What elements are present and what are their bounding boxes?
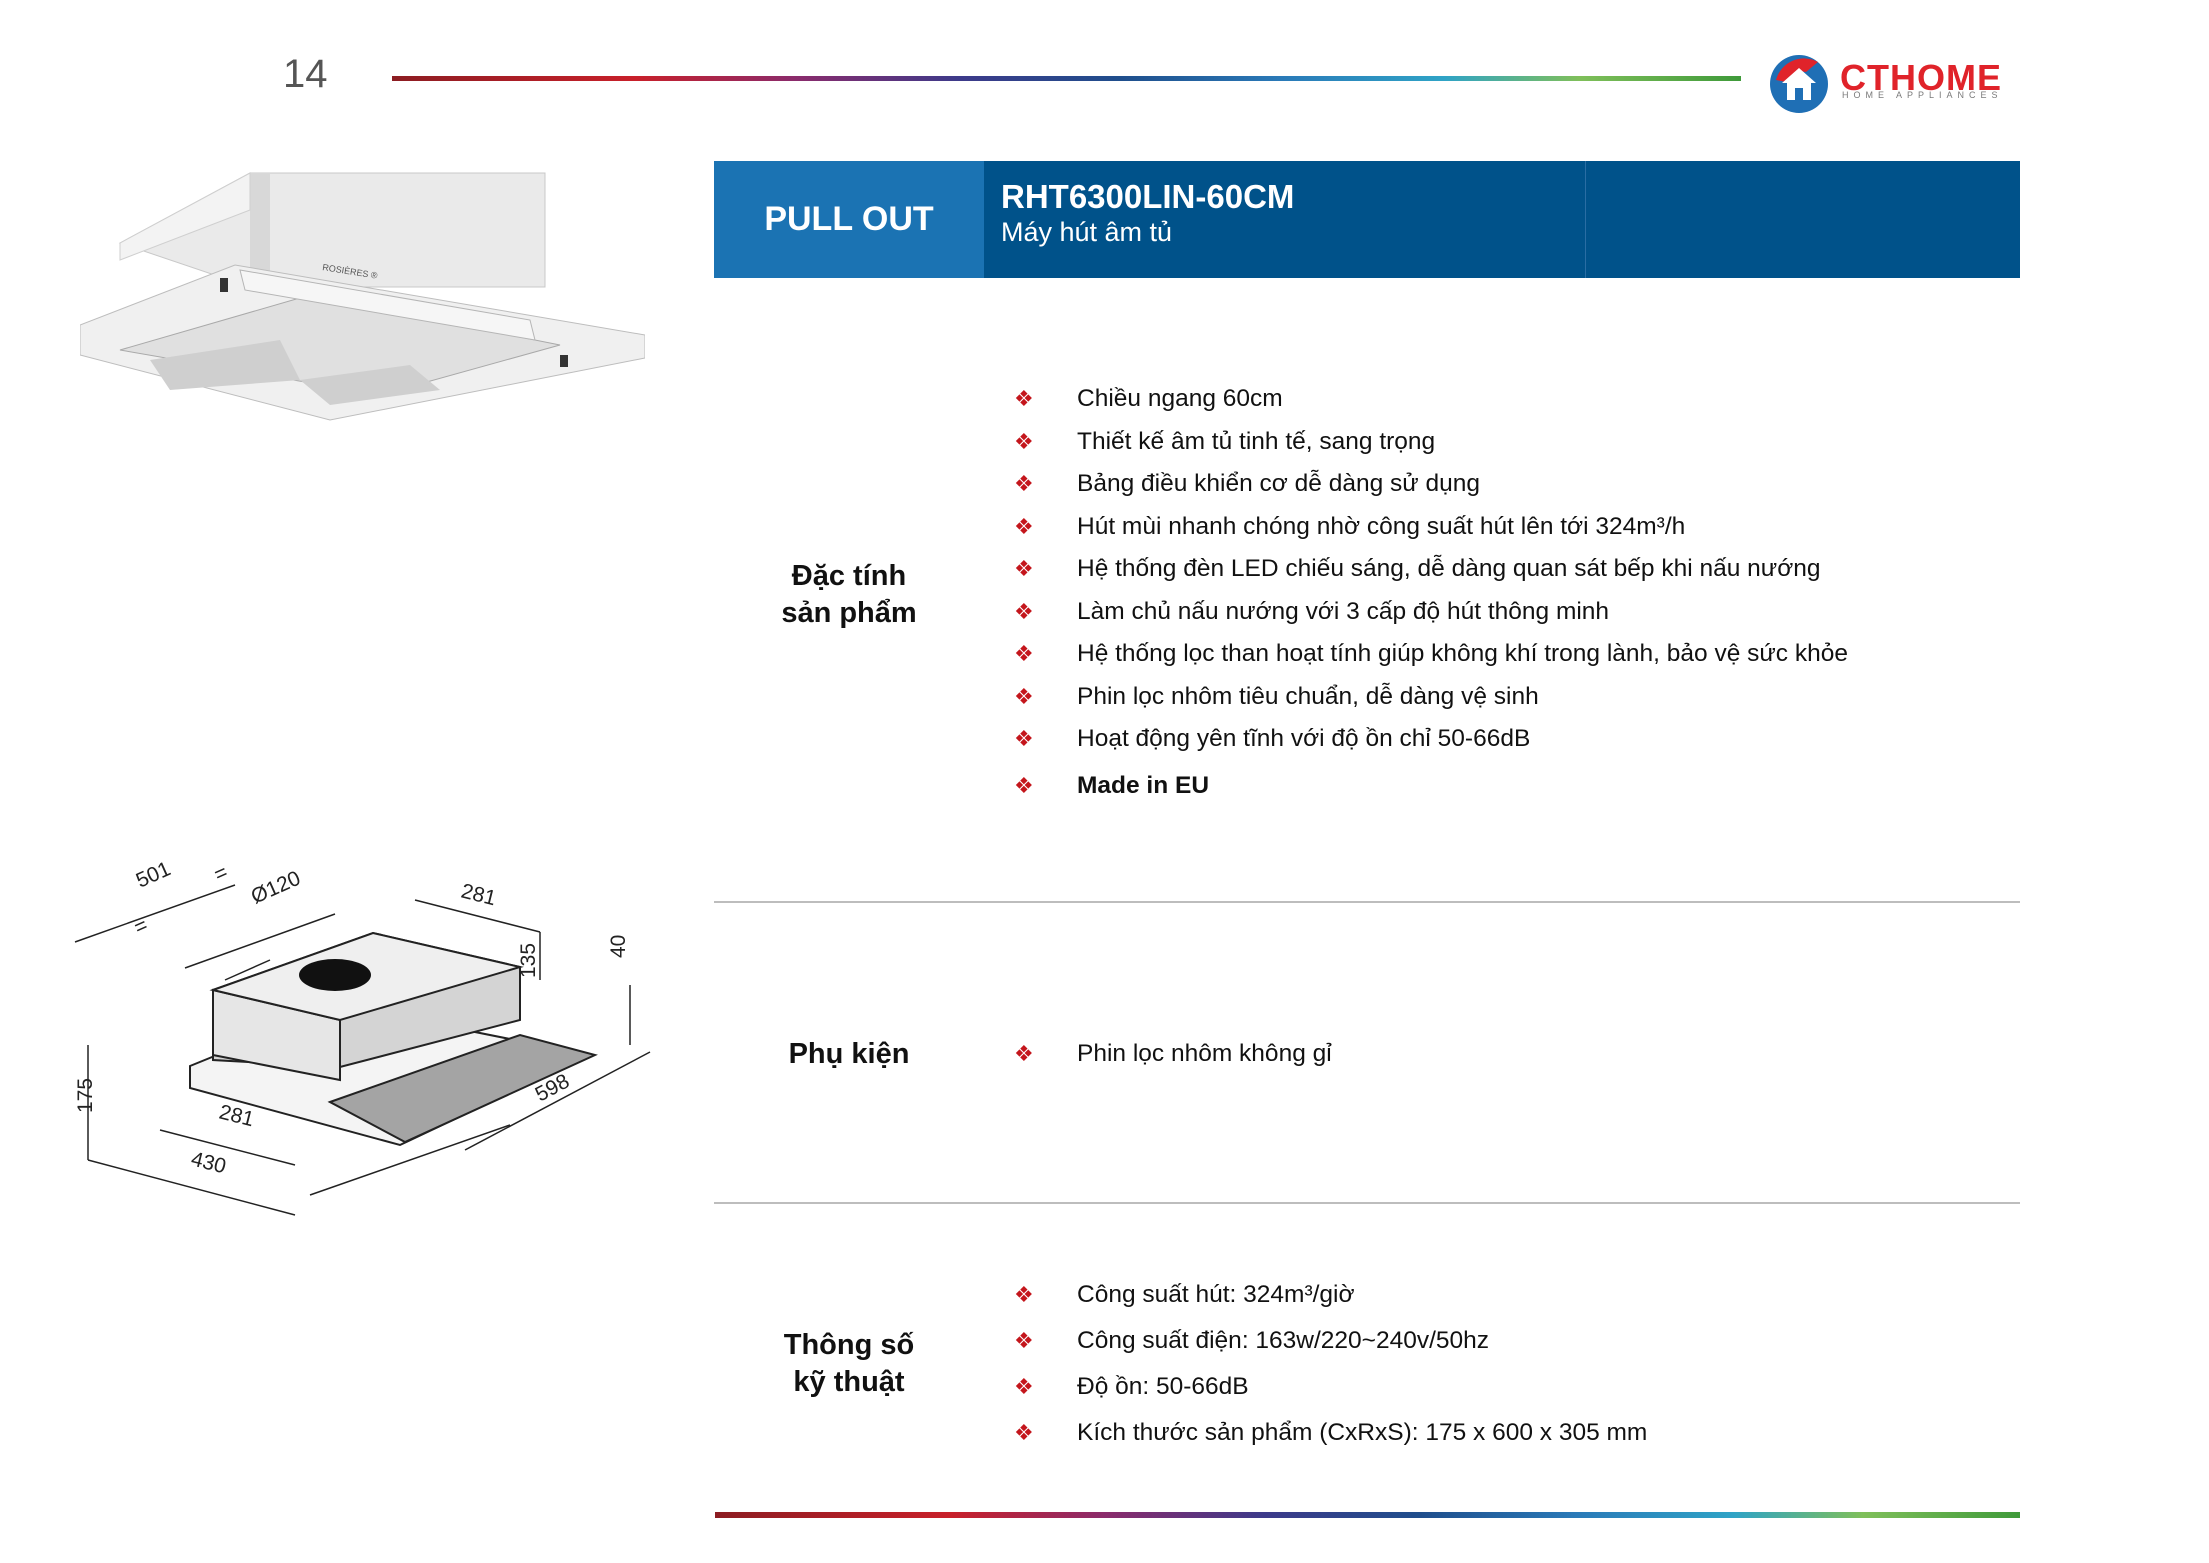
list-item: ❖ Hệ thống lọc than hoạt tính giúp không … [1014, 633, 1848, 676]
header-category-block [714, 161, 984, 278]
list-item: ❖ Hệ thống đèn LED chiếu sáng, dễ dàng qu… [1014, 548, 1848, 591]
page-number: 14 [283, 52, 328, 96]
bullet-icon: ❖ [1014, 471, 1034, 496]
dim-40: 40 [607, 935, 630, 958]
features-list: ❖ Chiều ngang 60cm ❖ Thiết kế âm tủ tinh t… [1014, 378, 1848, 807]
logo-wordmark: CTHOME [1840, 57, 2002, 98]
features-label-line2: sản phẩm [781, 597, 917, 629]
top-divider [392, 76, 1741, 81]
bullet-icon: ❖ [1014, 598, 1034, 624]
list-item-text: Hệ thống đèn LED chiếu sáng, dễ dàng qua… [1077, 555, 1821, 582]
list-item: ❖ Phin lọc nhôm tiêu chuẩn, dễ dàng vệ si… [1014, 676, 1848, 719]
list-item: ❖ Bảng điều khiển cơ dễ dàng sử dụng [1014, 463, 1848, 506]
list-item: ❖ Hút mùi nhanh chóng nhờ công suất hút l… [1014, 506, 1848, 549]
list-item: ❖ Làm chủ nấu nướng với 3 cấp độ hút thôn… [1014, 591, 1848, 634]
list-item-text: Kích thước sản phẩm (CxRxS): 175 x 600 x… [1077, 1419, 1648, 1446]
list-item-text: Phin lọc nhôm tiêu chuẩn, dễ dàng vệ sin… [1077, 682, 1539, 710]
accessories-label: Phụ kiện [788, 1038, 910, 1070]
bullet-icon: ❖ [1014, 641, 1034, 666]
list-item: ❖ Thiết kế âm tủ tinh tế, sang trọng [1014, 421, 1848, 464]
bullet-icon: ❖ [1014, 556, 1034, 581]
specs-label: Thông số kỹ thuật [714, 1327, 984, 1401]
specs-label-line2: kỹ thuật [793, 1366, 905, 1398]
model-name: RHT6300LIN-60CM [1001, 178, 1295, 215]
list-item: ❖ Công suất điện: 163w/220~240v/50hz [1014, 1318, 1647, 1364]
bullet-icon: ❖ [1014, 1420, 1034, 1445]
dimension-diagram: 501 = = Ø120 281 135 40 175 281 598 430 [70, 830, 670, 1230]
specs-list: ❖ Công suất hút: 324m³/giờ ❖ Công suất điệ… [1014, 1272, 1647, 1456]
section-divider [714, 1202, 2020, 1204]
list-item-text: Thiết kế âm tủ tinh tế, sang trọng [1077, 427, 1436, 455]
bullet-icon: ❖ [1014, 772, 1034, 798]
bottom-divider [715, 1512, 2020, 1518]
brand-logo [1766, 50, 2026, 116]
list-item-text: Chiều ngang 60cm [1077, 385, 1283, 412]
dim-diameter: Ø120 [248, 867, 304, 909]
bullet-icon: ❖ [1014, 386, 1034, 411]
bullet-icon: ❖ [1014, 1282, 1034, 1307]
model-subtitle: Máy hút âm tủ [1001, 217, 1173, 247]
list-item: ❖ Phin lọc nhôm không gỉ [1014, 1033, 1332, 1076]
list-item-text: Làm chủ nấu nướng với 3 cấp độ hút thông… [1077, 597, 1610, 625]
bullet-icon: ❖ [1014, 726, 1034, 751]
dim-equal-2: = [131, 914, 152, 940]
bullet-icon: ❖ [1014, 1374, 1034, 1399]
list-item: ❖ Kích thước sản phẩm (CxRxS): 175 x 600 … [1014, 1410, 1647, 1456]
features-label-line1: Đặc tính [791, 560, 907, 592]
list-item-text: Phin lọc nhôm không gỉ [1077, 1040, 1332, 1067]
bullet-icon: ❖ [1014, 683, 1034, 709]
dim-281-top: 281 [459, 880, 499, 911]
bullet-icon: ❖ [1014, 513, 1034, 539]
list-item: ❖ Chiều ngang 60cm [1014, 378, 1848, 421]
dim-equal-1: = [211, 861, 232, 887]
list-item-text: Độ ồn: 50-66dB [1077, 1373, 1249, 1400]
dim-135: 135 [517, 943, 540, 978]
list-item-text: Bảng điều khiển cơ dễ dàng sử dụng [1077, 470, 1480, 497]
list-item: ❖ Made in EU [1014, 765, 1848, 808]
list-item-text: Hút mùi nhanh chóng nhờ công suất hút lê… [1077, 512, 1686, 540]
list-item-text: Made in EU [1077, 771, 1210, 799]
list-item: ❖ Công suất hút: 324m³/giờ [1014, 1272, 1647, 1318]
list-item-text: Hệ thống lọc than hoạt tính giúp không k… [1077, 640, 1848, 667]
accessories-list: ❖ Phin lọc nhôm không gỉ [1014, 1033, 1332, 1076]
features-label: Đặc tính sản phẩm [714, 558, 984, 632]
dim-501: 501 [133, 857, 174, 892]
category-title: PULL OUT [764, 200, 934, 238]
dim-430: 430 [189, 1148, 229, 1179]
list-item-text: Công suất điện: 163w/220~240v/50hz [1077, 1327, 1490, 1354]
house-icon [1770, 55, 1828, 113]
dim-175: 175 [74, 1078, 97, 1113]
list-item: ❖ Độ ồn: 50-66dB [1014, 1364, 1647, 1410]
section-divider [714, 901, 2020, 903]
specs-label-line1: Thông số [783, 1329, 915, 1361]
bullet-icon: ❖ [1014, 1041, 1034, 1066]
bullet-icon: ❖ [1014, 428, 1034, 454]
logo-tagline: HOME APPLIANCES [1842, 90, 2003, 100]
header-separator [1585, 161, 1586, 278]
bullet-icon: ❖ [1014, 1328, 1034, 1353]
list-item-text: Công suất hút: 324m³/giờ [1077, 1281, 1355, 1308]
list-item: ❖ Hoạt động yên tĩnh với độ ồn chỉ 50-66d… [1014, 718, 1848, 761]
product-image: ROSIÈRES ® [79, 170, 646, 430]
list-item-text: Hoạt động yên tĩnh với độ ồn chỉ 50-66dB [1077, 725, 1531, 752]
